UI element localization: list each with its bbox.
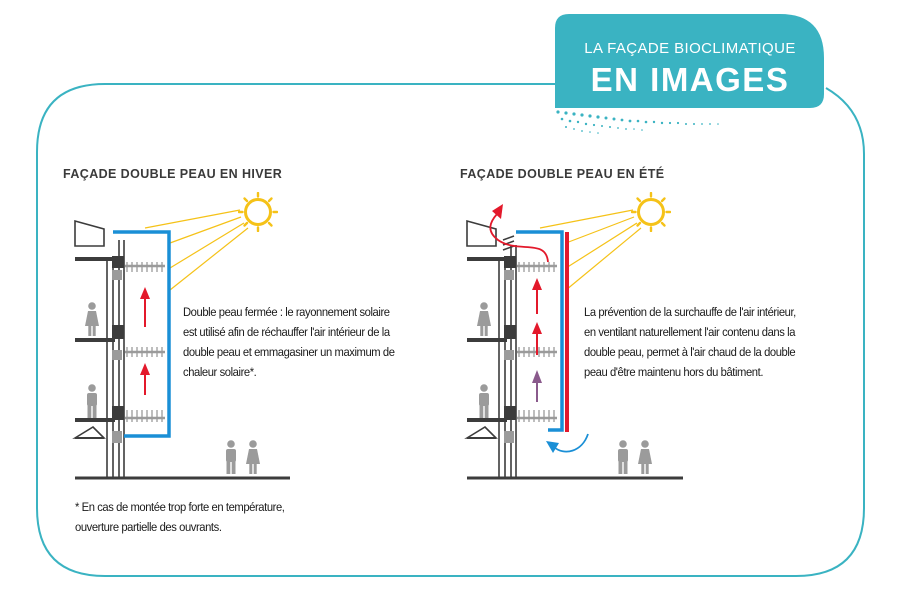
badge-shape bbox=[555, 14, 824, 108]
winter-heading: FAÇADE DOUBLE PEAU EN HIVER bbox=[63, 167, 283, 181]
summer-heading: FAÇADE DOUBLE PEAU EN ÉTÉ bbox=[460, 167, 665, 181]
text-line: peau d'être maintenu hors du bâtiment. bbox=[584, 365, 764, 379]
badge-subtitle: LA FAÇADE BIOCLIMATIQUE bbox=[584, 40, 796, 57]
person-icon bbox=[638, 440, 652, 474]
winter-footnote: * En cas de montée trop forte en tempéra… bbox=[75, 497, 285, 537]
text-line: Double peau fermée : le rayonnement sola… bbox=[183, 305, 390, 319]
summer-floors bbox=[467, 256, 516, 422]
summer-wall-block bbox=[504, 270, 514, 280]
winter-wall-block bbox=[112, 431, 122, 443]
person-icon bbox=[618, 440, 628, 474]
winter-warm-air-arrows bbox=[140, 287, 150, 395]
badge-dotted-tail bbox=[556, 110, 719, 134]
summer-cool-air-path bbox=[553, 433, 589, 453]
summer-double-skin bbox=[516, 230, 564, 432]
winter-description: Double peau fermée : le rayonnement sola… bbox=[183, 302, 395, 382]
text-line: en ventilant naturellement l'air contenu… bbox=[584, 325, 796, 339]
text-line: La prévention de la surchauffe de l'air … bbox=[584, 305, 796, 319]
winter-wall-block bbox=[112, 350, 122, 360]
winter-floors bbox=[75, 256, 124, 422]
summer-awning bbox=[464, 425, 498, 439]
summer-wall-block bbox=[504, 350, 514, 360]
text-line: double peau, permet à l'air chaud de la … bbox=[584, 345, 796, 359]
summer-description: La prévention de la surchauffe de l'air … bbox=[584, 302, 796, 382]
badge-title: EN IMAGES bbox=[590, 61, 790, 98]
summer-cool-air-arrow bbox=[546, 441, 559, 453]
summer-grilles bbox=[517, 262, 557, 422]
text-line: ouverture partielle des ouvrants. bbox=[75, 520, 222, 534]
winter-double-skin bbox=[113, 230, 171, 438]
winter-roof bbox=[74, 219, 105, 247]
text-line: * En cas de montée trop forte en tempéra… bbox=[75, 500, 285, 514]
winter-sun-rays bbox=[144, 209, 249, 291]
person-icon bbox=[477, 302, 491, 336]
summer-roof bbox=[466, 219, 497, 247]
summer-rising-air-arrows bbox=[532, 278, 542, 402]
text-line: est utilisé afin de réchauffer l'air int… bbox=[183, 325, 390, 339]
summer-exhaust-path bbox=[489, 213, 549, 263]
summer-exhaust-arrow bbox=[492, 204, 503, 219]
summer-wall-block bbox=[504, 431, 514, 443]
text-line: double peau et emmagasiner un maximum de bbox=[183, 345, 395, 359]
sun-icon bbox=[631, 192, 671, 232]
text-line: chaleur solaire*. bbox=[183, 365, 257, 379]
summer-sun-rays bbox=[539, 209, 642, 291]
winter-wall-block bbox=[112, 270, 122, 280]
person-icon bbox=[479, 384, 489, 418]
summer-building-structure bbox=[498, 245, 517, 478]
frame-border bbox=[36, 83, 865, 577]
winter-grilles bbox=[125, 262, 165, 422]
